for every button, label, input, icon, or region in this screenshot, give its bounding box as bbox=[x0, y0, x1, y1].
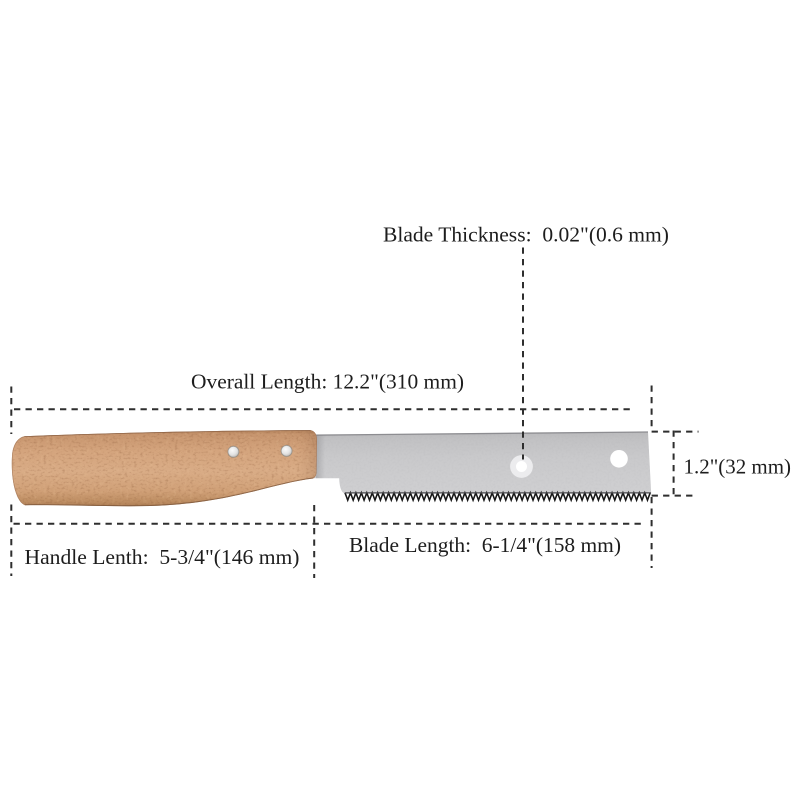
svg-text:Blade Thickness: 0.02"(0.6 mm: Blade Thickness: 0.02"(0.6 mm) bbox=[383, 222, 669, 246]
svg-text:Overall Length: 12.2"(310 mm): Overall Length: 12.2"(310 mm) bbox=[191, 369, 464, 393]
svg-text:Handle Lenth: 5-3/4"(146 mm): Handle Lenth: 5-3/4"(146 mm) bbox=[25, 545, 300, 569]
svg-text:Blade Length: 6-1/4"(158 mm): Blade Length: 6-1/4"(158 mm) bbox=[349, 533, 621, 557]
svg-text:1.2"(32 mm): 1.2"(32 mm) bbox=[684, 455, 792, 479]
